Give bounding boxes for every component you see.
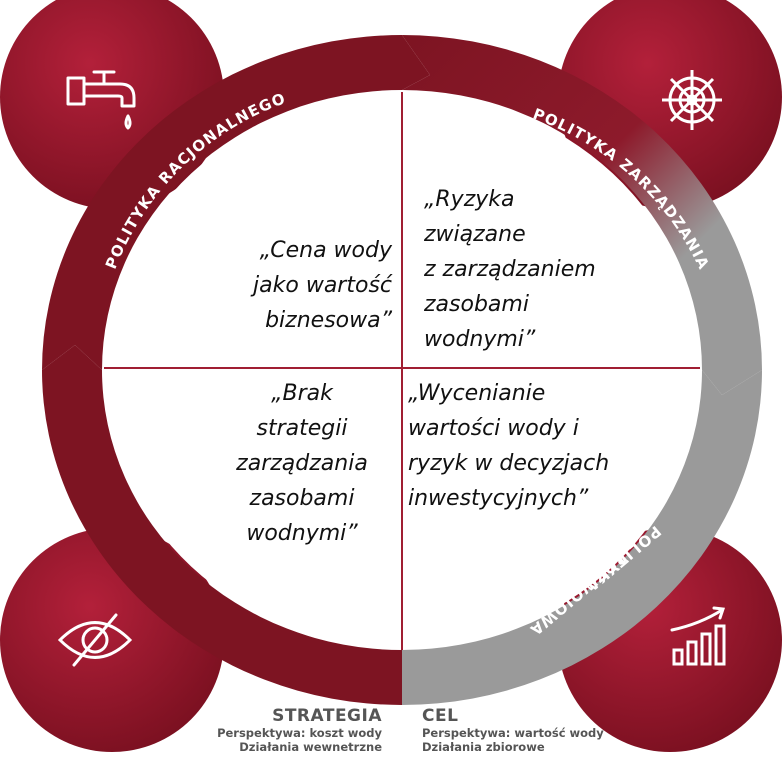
- quadrant-text-line: zasobami: [249, 486, 355, 511]
- quadrant-text-line: „Ryzyka: [424, 187, 515, 212]
- quadrant-text-bottom-left: „Brak strategii zarządzania zasobami wod…: [222, 376, 382, 551]
- ring-segment-bottom-right: [402, 370, 762, 705]
- quadrant-text-line: jako wartość: [253, 273, 392, 298]
- ring-segment-bottom-left: [42, 345, 402, 705]
- quadrant-text-line: „Wycenianie: [408, 381, 546, 406]
- footer-strategy: STRATEGIA Perspektywa: koszt wody Działa…: [182, 706, 382, 754]
- footer-goal-line1: Perspektywa: wartość wody: [422, 726, 604, 740]
- footer-goal-line2: Działania zbiorowe: [422, 740, 545, 754]
- growth-chart-icon: [670, 606, 726, 666]
- quadrant-text-top-left: „Cena wody jako wartość biznesowa”: [222, 233, 392, 338]
- quadrant-text-line: „Cena wody: [259, 238, 392, 263]
- ship-wheel-icon: [662, 70, 722, 130]
- quadrant-text-line: wartości wody i: [408, 416, 579, 441]
- crossed-eye-icon: [57, 613, 133, 667]
- quadrant-text-line: biznesowa”: [265, 308, 392, 333]
- quadrant-text-top-right: „Ryzyka związane z zarządzaniem zasobami…: [424, 182, 596, 357]
- footer-goal-title: CEL: [422, 706, 459, 726]
- quadrant-text-line: strategii: [256, 416, 348, 441]
- quadrant-text-bottom-right: „Wycenianie wartości wody i ryzyk w decy…: [408, 376, 609, 516]
- quadrant-text-line: inwestycyjnych”: [408, 486, 589, 511]
- footer-strategy-line1: Perspektywa: koszt wody: [217, 726, 382, 740]
- quadrant-text-line: zarządzania: [236, 451, 368, 476]
- quadrant-text-line: wodnymi”: [246, 521, 358, 546]
- footer-strategy-line2: Działania wewnetrzne: [239, 740, 382, 754]
- quadrant-text-line: ryzyk w decyzjach: [408, 451, 610, 476]
- footer-strategy-title: STRATEGIA: [272, 706, 382, 726]
- quadrant-text-line: „Brak: [271, 381, 333, 406]
- quadrant-text-line: z zarządzaniem: [424, 257, 596, 282]
- ring-segment-top-right: [402, 35, 762, 395]
- footer-goal: CEL Perspektywa: wartość wody Działania …: [422, 706, 642, 754]
- quadrant-text-line: wodnymi”: [424, 327, 536, 352]
- quadrant-text-line: zasobami: [424, 292, 529, 317]
- ring-segment-top-left: [42, 35, 430, 370]
- water-tap-icon: [66, 70, 136, 130]
- quadrant-text-line: związane: [424, 222, 526, 247]
